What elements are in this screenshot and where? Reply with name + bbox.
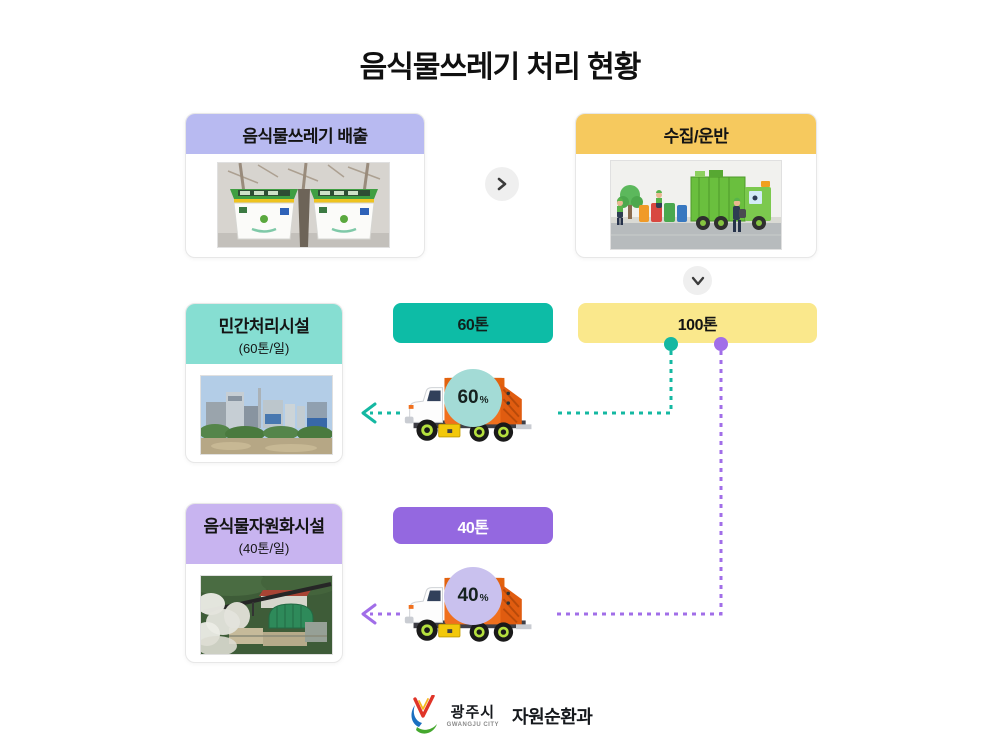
card-private-facility-header: 민간처리시설 (60톤/일) [186, 304, 342, 364]
worker-1 [617, 198, 623, 225]
page-title: 음식물쓰레기 처리 현황 [359, 51, 642, 84]
card-discharge-header: 음식물쓰레기 배출 [186, 114, 424, 154]
card-discharge-label: 음식물쓰레기 배출 [242, 126, 368, 146]
resource-facility-name: 음식물자원화시설 [203, 516, 325, 536]
share-resource-unit: % [479, 593, 489, 604]
share-private-badge: 60 % [444, 369, 502, 427]
footer-city-name: 광주시 [450, 703, 496, 721]
illustration-collection-truck [610, 160, 782, 250]
dashed-arrow-left-teal-icon [361, 402, 400, 424]
footer-city-block: 광주시 GWANGJU CITY [447, 705, 499, 728]
pill-100ton: 100톤 [578, 303, 817, 343]
photo-resource-facility [200, 575, 333, 655]
dashed-arrow-left-purple-icon [361, 603, 400, 625]
chevron-right-icon [497, 177, 507, 191]
card-resource-facility-header: 음식물자원화시설 (40톤/일) [186, 504, 342, 564]
photo-food-waste-bins [217, 162, 390, 248]
card-collection-header: 수집/운반 [576, 114, 816, 154]
card-collection-label: 수집/운반 [663, 126, 729, 146]
footer: 광주시 GWANGJU CITY 자원순환과 [0, 692, 1000, 740]
pill-40ton: 40톤 [393, 507, 553, 544]
pill-60ton: 60톤 [393, 303, 553, 343]
share-private-value: 60 [457, 387, 479, 408]
route-teal-line [557, 351, 673, 415]
photo-private-facility [200, 375, 333, 455]
bin-right [310, 189, 378, 240]
footer-department: 자원순환과 [512, 707, 593, 727]
chevron-down-icon [691, 276, 704, 285]
gwangju-city-logo-icon [411, 695, 437, 734]
flow-down-circle [683, 266, 712, 295]
share-private-unit: % [479, 395, 489, 406]
route-purple-line [557, 351, 723, 616]
worker-2 [656, 190, 662, 208]
bin-left [230, 189, 298, 240]
flow-right-circle [485, 167, 519, 201]
resource-facility-capacity: (40톤/일) [238, 540, 290, 556]
worker-3 [733, 197, 746, 232]
private-facility-capacity: (60톤/일) [238, 340, 290, 356]
private-facility-name: 민간처리시설 [218, 316, 310, 336]
footer-city-name-en: GWANGJU CITY [446, 721, 500, 728]
share-resource-value: 40 [457, 585, 479, 606]
share-resource-badge: 40 % [444, 567, 502, 625]
